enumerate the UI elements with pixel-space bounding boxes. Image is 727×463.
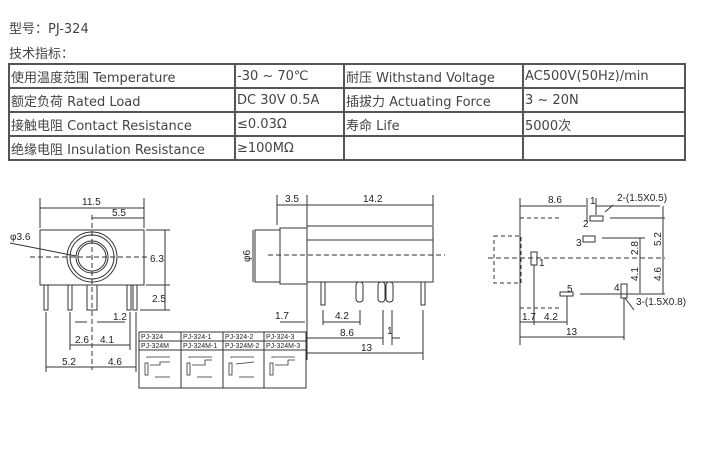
model-label: 型号：PJ-324	[9, 22, 89, 37]
dim-label: 1	[590, 196, 596, 207]
dim-label: 3-(1.5X0.8)	[636, 297, 686, 308]
dim-label: 5.5	[112, 208, 126, 219]
dim-label: 11.5	[82, 197, 101, 208]
dim-label: 8.6	[340, 328, 354, 339]
dim-label: 2.5	[152, 294, 166, 305]
variant-label: PJ-324-3	[266, 334, 295, 341]
variant-label: PJ-324	[141, 334, 163, 341]
variant-label: PJ-324-2	[225, 334, 254, 341]
table-cell: ≤0.03Ω	[234, 111, 345, 137]
dim-label: 13	[566, 327, 578, 338]
pin-label: 2	[583, 219, 589, 230]
variants-table: PJ-324 PJ-324-1 PJ-324-2 PJ-324-3 PJ-324…	[138, 331, 307, 389]
front-view: 11.5 5.5 φ3.6 6.3 2.5 1.2 2.6 4.1 5.2 4.…	[9, 197, 170, 372]
table-cell: 额定负荷 Rated Load	[8, 87, 236, 113]
dim-label: φ3.6	[10, 232, 31, 243]
table-cell: 耐压 Withstand Voltage	[343, 63, 524, 89]
pin-label: 5	[567, 284, 573, 295]
dim-label: 5.2	[653, 232, 664, 246]
variant-label: PJ-324M-3	[266, 343, 300, 350]
dim-label: 4.2	[335, 311, 349, 322]
bottom-view: 8.6 2-(1.5X0.5) 5.2 2.8 4.1 4.6 1.7 4.2 …	[488, 193, 686, 345]
variant-label: PJ-324M-2	[225, 343, 259, 350]
table-cell: 寿命 Life	[343, 111, 524, 137]
dim-label: 5.2	[62, 357, 76, 368]
table-cell: DC 30V 0.5A	[234, 87, 345, 113]
dim-label: 4.6	[653, 267, 664, 281]
variant-label: PJ-324-1	[183, 334, 212, 341]
table-cell	[343, 135, 524, 161]
table-cell: AC500V(50Hz)/min	[522, 63, 686, 89]
pin-label: 4	[614, 283, 620, 294]
dim-label: 3.5	[285, 194, 299, 205]
table-cell: -30 ~ 70℃	[234, 63, 345, 89]
dim-label: 1.7	[522, 312, 536, 323]
dim-label: 2.8	[630, 241, 641, 255]
dim-label: 4.1	[100, 335, 114, 346]
table-cell: 5000次	[522, 111, 686, 137]
dim-label: 13	[361, 343, 373, 354]
dim-label: 1	[387, 326, 393, 337]
dim-label: 4.1	[630, 267, 641, 281]
variant-label: PJ-324M-1	[183, 343, 217, 350]
dim-label: 2-(1.5X0.5)	[617, 193, 667, 204]
dim-label: 4.6	[108, 357, 122, 368]
dim-label: 4.2	[544, 312, 558, 323]
table-cell	[522, 135, 686, 161]
table-row: 绝缘电阻 Insulation Resistance≥100MΩ	[8, 135, 686, 161]
side-view: 3.5 14.2 φ6 1.7 4.2 8.6 1 13	[242, 194, 445, 360]
dim-label: 1.2	[113, 312, 127, 323]
table-cell: 插拔力 Actuating Force	[343, 87, 524, 113]
spec-heading: 技术指标：	[9, 47, 75, 62]
dim-label: 2.6	[75, 335, 89, 346]
dim-label: 6.3	[150, 254, 164, 265]
variant-label: PJ-324M	[141, 343, 169, 350]
pin-label: 3	[576, 238, 582, 249]
table-cell: 使用温度范围 Temperature	[8, 63, 236, 89]
dim-label: 1.7	[275, 311, 289, 322]
table-cell: 绝缘电阻 Insulation Resistance	[8, 135, 236, 161]
table-cell: 接触电阻 Contact Resistance	[8, 111, 236, 137]
dim-label: 14.2	[363, 194, 383, 205]
pin-label: 1	[539, 258, 545, 269]
dim-label: φ6	[242, 250, 253, 262]
dim-label: 8.6	[548, 195, 562, 206]
table-cell: ≥100MΩ	[234, 135, 345, 161]
table-cell: 3 ~ 20N	[522, 87, 686, 113]
schematic-icons	[144, 356, 295, 378]
